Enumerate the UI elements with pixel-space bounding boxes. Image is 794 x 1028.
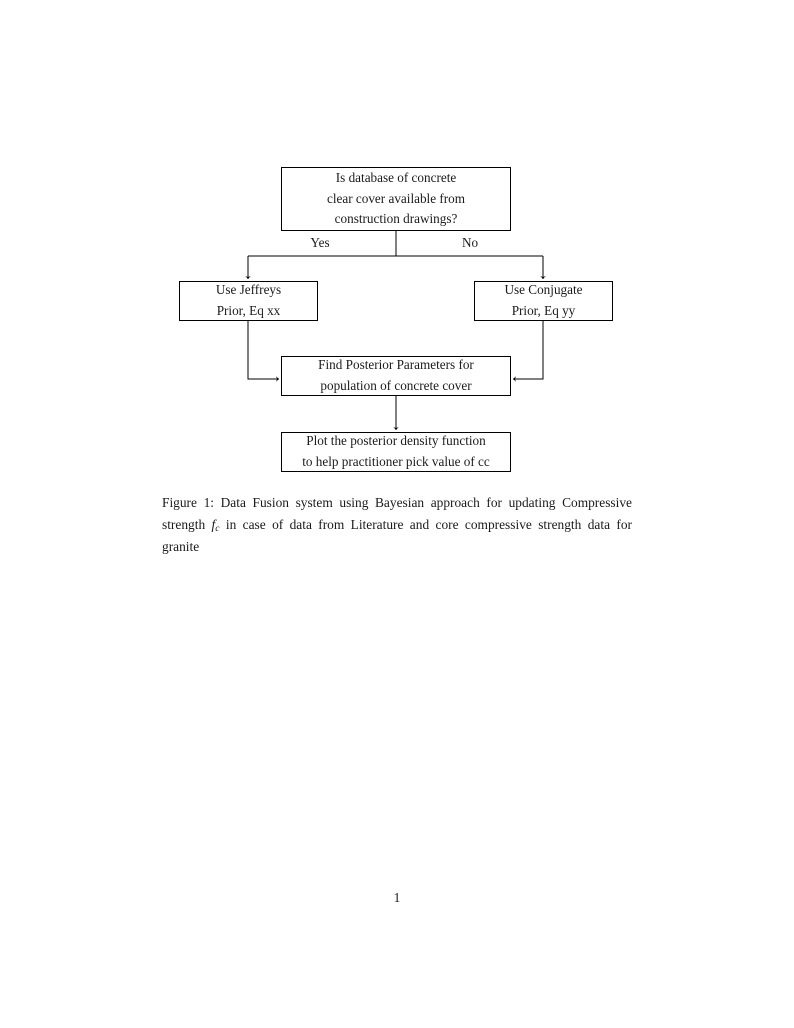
node-jeffreys-line-1: Use Jeffreys (215, 282, 282, 298)
node-posterior-line-1: Find Posterior Parameters for (318, 357, 474, 373)
figure-flowchart: Is database of concrete clear cover avai… (0, 0, 794, 490)
node-find-posterior-parameters[interactable]: Find Posterior Parameters for population… (281, 356, 511, 396)
edge-label-yes: Yes (310, 235, 330, 250)
flowchart-connectors (245, 231, 546, 430)
node-jeffreys-line-2: Prior, Eq xx (216, 303, 281, 318)
caption-text-before: Data Fusion system using Bayesian approa… (162, 495, 632, 532)
edge-label-no: No (461, 235, 479, 250)
edge-conjugate-to-posterior (513, 321, 544, 382)
node-use-conjugate-prior[interactable]: Use Conjugate Prior, Eq yy (474, 281, 613, 321)
edge-jeffreys-to-posterior (247, 321, 279, 382)
caption-symbol: fc (211, 516, 220, 534)
figure-caption: Figure 1: Data Fusion system using Bayes… (162, 492, 632, 558)
node-posterior-line-2: population of concrete cover (320, 378, 472, 393)
node-decision-line-3: construction drawings? (334, 211, 458, 227)
caption-label: Figure 1: (162, 495, 214, 510)
caption-text-after: in case of data from Literature and core… (162, 516, 632, 555)
caption-symbol-subscript: c (215, 522, 220, 534)
node-decision-line-2: clear cover available from (326, 190, 466, 206)
node-decision-line-1: Is database of concrete (335, 169, 457, 185)
node-decision-database-available[interactable]: Is database of concrete clear cover avai… (281, 167, 511, 231)
page-number: 1 (393, 890, 401, 905)
node-plot-line-1: Plot the posterior density function (306, 433, 486, 449)
node-conjugate-line-2: Prior, Eq yy (511, 303, 576, 318)
node-conjugate-line-1: Use Conjugate (504, 282, 583, 298)
node-plot-posterior-density[interactable]: Plot the posterior density function to h… (281, 432, 511, 472)
caption-symbol-base: f (211, 516, 216, 532)
node-use-jeffreys-prior[interactable]: Use Jeffreys Prior, Eq xx (179, 281, 318, 321)
node-plot-line-2: to help practitioner pick value of cc (302, 454, 490, 469)
